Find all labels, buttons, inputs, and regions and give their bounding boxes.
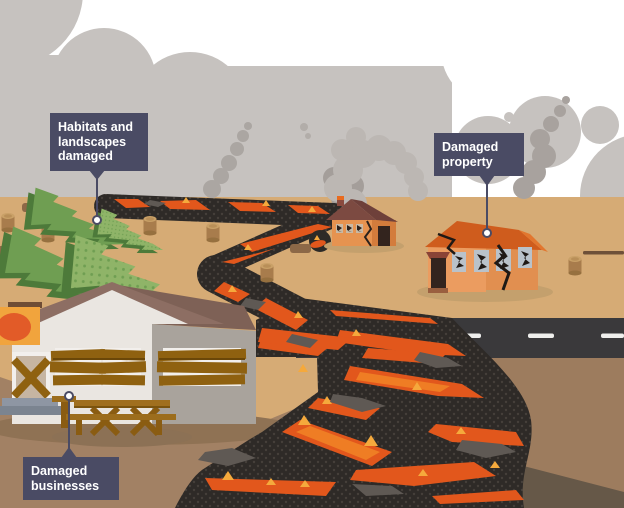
smoke-plume-forest (203, 122, 252, 198)
large-house-crack-right (493, 244, 511, 291)
business-door (0, 352, 62, 415)
callout-habitats-landscapes: Habitats and landscapes damaged (50, 113, 148, 171)
lava-flow (94, 194, 532, 508)
callout-habitats-text: Habitats and landscapes damaged (58, 120, 134, 163)
small-house-crack (363, 220, 373, 247)
small-house-windows (336, 224, 363, 233)
callout-businesses-text: Damaged businesses (31, 464, 100, 493)
businesses-pointer-arrow (61, 447, 77, 458)
cloud-puff-dot (504, 112, 514, 122)
businesses-pointer-dot (64, 391, 74, 401)
lava-embers (182, 197, 500, 487)
picnic-table (52, 396, 192, 447)
business-sign (0, 302, 42, 345)
callout-property-text: Damaged property (442, 140, 499, 169)
callout-damaged-businesses: Damaged businesses (23, 457, 119, 500)
lava-rocks (144, 200, 516, 496)
property-pointer-dot (482, 228, 492, 238)
cracked-large-house (417, 221, 553, 302)
large-house-crack-left (437, 232, 457, 255)
boarded-windows (49, 348, 248, 386)
large-house-windows (452, 247, 532, 272)
boarded-up-business (0, 282, 256, 424)
distant-ground-crack (583, 251, 624, 255)
smoke-plume-large-house (513, 96, 570, 199)
property-pointer-arrow (479, 175, 495, 186)
large-house-door (431, 258, 446, 288)
habitats-pointer-dot (92, 215, 102, 225)
small-house-door (378, 226, 390, 246)
callout-pointers (61, 170, 495, 458)
burning-small-house (324, 196, 404, 253)
callout-damaged-property: Damaged property (434, 133, 524, 176)
shadow-wedge (512, 463, 624, 508)
habitats-pointer-arrow (89, 170, 105, 180)
